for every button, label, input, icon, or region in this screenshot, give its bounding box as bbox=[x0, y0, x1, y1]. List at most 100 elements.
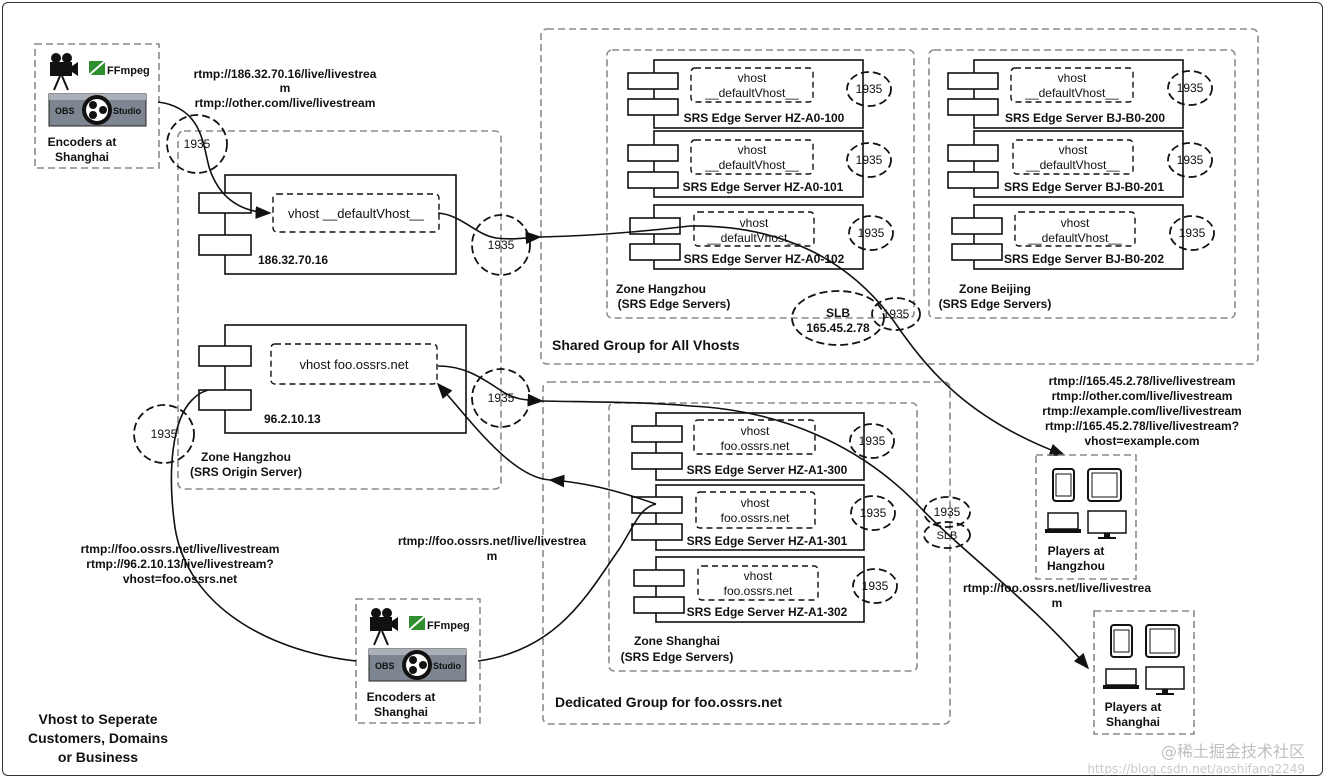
slb-ip: 165.45.2.78 bbox=[806, 321, 870, 335]
port-label: 1935 bbox=[1177, 153, 1204, 167]
component-tab bbox=[627, 171, 679, 189]
port-1935-encoder-bottom: 1935 bbox=[133, 404, 195, 464]
port-label: 1935 bbox=[934, 505, 961, 519]
play-flow-shanghai bbox=[689, 405, 1090, 670]
origin-to-sh-edge bbox=[541, 400, 691, 407]
port-1935-origin-a: 1935 bbox=[471, 214, 531, 276]
players-shanghai-box bbox=[1093, 610, 1195, 735]
zone-hangzhou-edge-label-1: Zone Hangzhou bbox=[616, 282, 706, 296]
vhost-line-2: foo.ossrs.net bbox=[724, 584, 793, 598]
vhost-line-1: vhost bbox=[1061, 216, 1090, 230]
url-line: m bbox=[1052, 596, 1063, 610]
vhost-line-1: vhost bbox=[738, 143, 767, 157]
vhost-line-2: __defaultVhost__ bbox=[704, 158, 799, 172]
zone-hangzhou-edge-container bbox=[606, 49, 915, 319]
players-shanghai: Players at Shanghai bbox=[1093, 610, 1195, 735]
port-circle bbox=[848, 215, 894, 251]
component-tab bbox=[629, 217, 681, 235]
encoders-top-label-1: Encoders at bbox=[48, 135, 117, 149]
component-tab bbox=[951, 217, 1003, 235]
port-label: 1935 bbox=[151, 427, 178, 441]
port-circle bbox=[1169, 215, 1215, 251]
obs-label: OBS bbox=[375, 661, 395, 671]
url-line: vhost=example.com bbox=[1084, 434, 1199, 448]
url-line: rtmp://foo.ossrs.net/live/livestrea bbox=[963, 581, 1151, 595]
urls-publish-mid: rtmp://foo.ossrs.net/live/livestrea m bbox=[398, 534, 586, 563]
url-line: rtmp://other.com/live/livestream bbox=[1052, 389, 1233, 403]
vhost-line-2: __defaultVhost__ bbox=[706, 231, 801, 245]
server-name: SRS Edge Server BJ-B0-200 bbox=[1005, 111, 1165, 125]
server-name: SRS Edge Server HZ-A0-100 bbox=[684, 111, 845, 125]
url-line: rtmp://186.32.70.16/live/livestrea bbox=[194, 67, 377, 81]
port-circle bbox=[923, 496, 971, 528]
component-tab bbox=[947, 98, 999, 116]
monitor-icon bbox=[1145, 666, 1185, 695]
port-1935-encoder-top: 1935 bbox=[166, 114, 228, 174]
vhost-label: vhost foo.ossrs.net bbox=[299, 357, 408, 372]
vhost-box bbox=[272, 193, 440, 233]
slb-circle bbox=[791, 290, 885, 346]
laptop-icon bbox=[1103, 668, 1139, 689]
urls-publish-top: rtmp://186.32.70.16/live/livestrea m rtm… bbox=[194, 67, 377, 110]
port-circle bbox=[133, 404, 195, 464]
edge-server-hz-a1-300: vhost foo.ossrs.net SRS Edge Server HZ-A… bbox=[631, 412, 865, 481]
vhost-box bbox=[1014, 211, 1136, 247]
players-hangzhou: Players at Hangzhou bbox=[1035, 454, 1137, 580]
url-line: rtmp://165.45.2.78/live/livestream? bbox=[1045, 419, 1239, 433]
port-circle bbox=[166, 114, 228, 174]
publish-flow-top bbox=[157, 101, 272, 219]
edge-server-hz-a0-101: vhost __defaultVhost__ SRS Edge Server H… bbox=[627, 130, 864, 198]
vhost-box bbox=[693, 419, 816, 455]
edge-to-dedicated-forward bbox=[548, 474, 657, 505]
port-label: 1935 bbox=[856, 82, 883, 96]
port-1935-hz-a1-301: 1935 bbox=[850, 495, 896, 531]
port-label: 1935 bbox=[862, 579, 889, 593]
camera-icon bbox=[50, 53, 78, 91]
vhost-line-2: foo.ossrs.net bbox=[721, 439, 790, 453]
port-circle bbox=[471, 214, 531, 276]
component-tab bbox=[633, 569, 685, 587]
edge-server-bj-b0-202: vhost __defaultVhost__ SRS Edge Server B… bbox=[951, 204, 1184, 270]
dedicated-group-label: Dedicated Group for foo.ossrs.net bbox=[555, 694, 782, 710]
urls-play-hangzhou: rtmp://165.45.2.78/live/livestream rtmp:… bbox=[1042, 374, 1241, 448]
watermark-line-2: https://blog.csdn.net/aoshifang2249 bbox=[1087, 762, 1305, 776]
publish-flow-left bbox=[170, 389, 357, 662]
vhost-box bbox=[693, 211, 815, 247]
vhost-line-1: vhost bbox=[1059, 143, 1088, 157]
port-1935-origin-b: 1935 bbox=[471, 368, 531, 428]
players-shanghai-label-2: Shanghai bbox=[1106, 715, 1160, 729]
port-label: 1935 bbox=[1177, 81, 1204, 95]
port-circle bbox=[852, 568, 898, 604]
edge-server-hz-a1-301: vhost foo.ossrs.net SRS Edge Server HZ-A… bbox=[631, 484, 865, 551]
port-1935-bj-b0-202: 1935 bbox=[1169, 215, 1215, 251]
url-line: rtmp://other.com/live/livestream bbox=[195, 96, 376, 110]
component-tab bbox=[631, 452, 683, 470]
vhost-box bbox=[1010, 67, 1134, 103]
shared-group-label: Shared Group for All Vhosts bbox=[552, 337, 740, 353]
encoders-bottom-label-1: Encoders at bbox=[367, 690, 436, 704]
component-tab bbox=[629, 243, 681, 261]
component-tab bbox=[627, 144, 679, 162]
port-label: 1935 bbox=[860, 506, 887, 520]
vhost-box bbox=[690, 139, 814, 175]
zone-beijing-edge-label-1: Zone Beijing bbox=[959, 282, 1031, 296]
shared-group-container bbox=[540, 28, 1259, 365]
component-tab bbox=[198, 345, 252, 367]
edge-to-origin-forward bbox=[436, 382, 551, 481]
players-hangzhou-box bbox=[1035, 454, 1137, 580]
component-tab bbox=[627, 98, 679, 116]
zone-shanghai-edge-container bbox=[608, 402, 918, 672]
tablet-icon bbox=[1087, 468, 1122, 502]
component-tab bbox=[947, 171, 999, 189]
origin-server-a: vhost __defaultVhost__ 186.32.70.16 bbox=[198, 174, 457, 275]
port-circle bbox=[849, 423, 895, 459]
url-line: rtmp://foo.ossrs.net/live/livestrea bbox=[398, 534, 586, 548]
component-tab bbox=[198, 234, 252, 256]
port-label: 1935 bbox=[859, 434, 886, 448]
component-tab bbox=[627, 72, 679, 90]
encoders-top-label-2: Shanghai bbox=[55, 150, 109, 164]
urls-play-shanghai: rtmp://foo.ossrs.net/live/livestrea m bbox=[963, 581, 1151, 610]
component-tab bbox=[631, 496, 683, 514]
port-circle bbox=[1167, 142, 1213, 178]
